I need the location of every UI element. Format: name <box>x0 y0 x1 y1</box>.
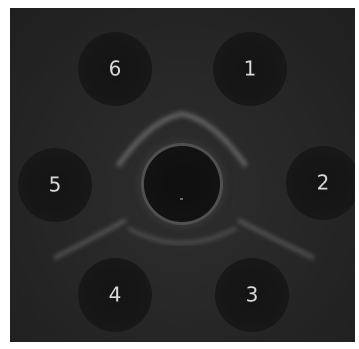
well-label: 3 <box>215 285 289 305</box>
sample-well-3: 3 <box>215 258 289 332</box>
precipitin-bottom-arc <box>128 228 236 243</box>
well-label: 5 <box>18 175 92 195</box>
center-well-mark <box>180 198 183 200</box>
sample-well-1: 1 <box>213 32 287 106</box>
agar-gel-plate: 6 1 5 2 4 3 <box>10 8 355 342</box>
sample-well-6: 6 <box>78 32 152 106</box>
sample-well-5: 5 <box>18 148 92 222</box>
well-label: 2 <box>286 173 355 193</box>
sample-well-2: 2 <box>286 146 355 220</box>
well-label: 1 <box>213 59 287 79</box>
sample-well-4: 4 <box>78 258 152 332</box>
center-well <box>144 146 220 222</box>
precipitin-line-left <box>54 220 126 258</box>
precipitin-line-right <box>238 220 314 258</box>
well-label: 6 <box>78 59 152 79</box>
well-label: 4 <box>78 285 152 305</box>
